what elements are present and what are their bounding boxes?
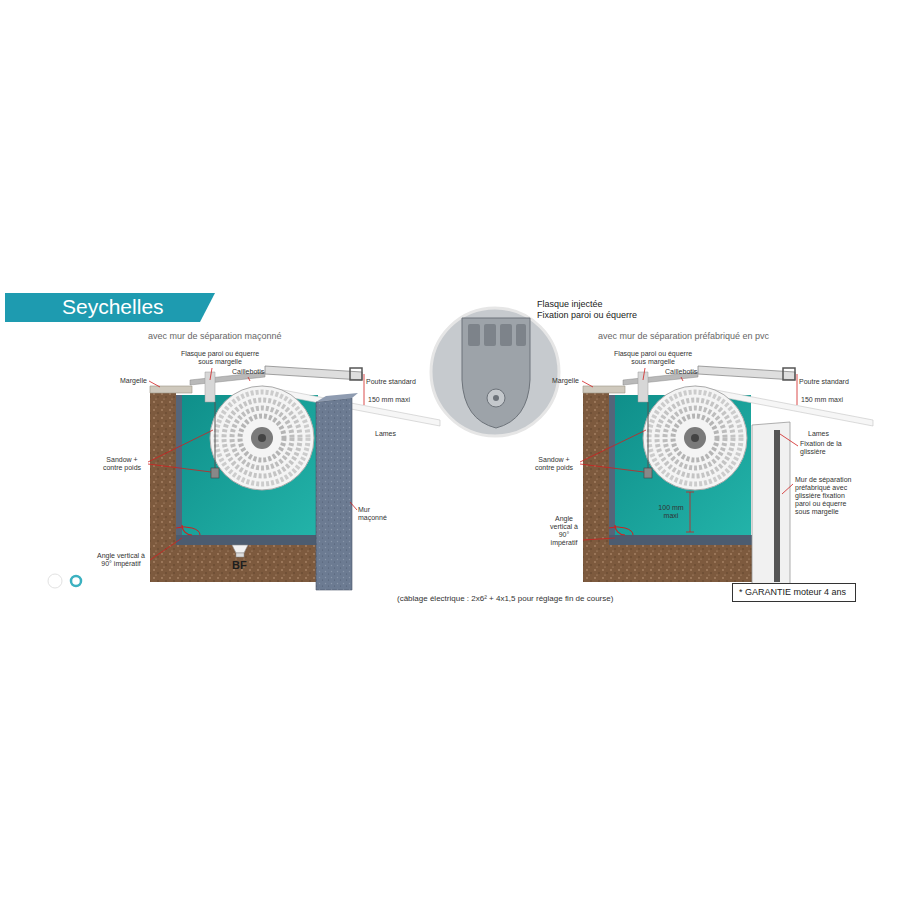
flange-photo [431,308,559,436]
part-label: Poutre standard [366,378,416,386]
part-label: Sandow + contre poids [96,456,148,472]
part-label: Lames [808,430,829,438]
part-label: Sandow + contre poids [528,456,580,472]
part-label: Flasque paroi ou équerre sous margelle [180,350,260,366]
leader-lines [148,368,798,560]
title-banner [5,293,215,322]
title: Seychelles [62,295,164,319]
part-label: 150 mm maxi [801,396,843,404]
part-label: BF [232,559,247,572]
part-label: Margelle [120,377,147,385]
box-text: * GARANTIE moteur 4 ans [739,587,849,597]
part-label: Fixation de la glissière [800,440,850,456]
part-label: Flasque injectée [537,299,603,309]
part-label: Poutre standard [799,378,849,386]
nav-dot [71,576,81,586]
part-label: 150 mm maxi [368,396,410,404]
part-label: Angle vertical à 90° impératif [546,515,582,547]
part-label: avec mur de séparation préfabriqué en pv… [598,331,769,341]
part-label: Margelle [552,377,579,385]
part-label: avec mur de séparation maçonné [148,331,282,341]
pool-section-pvc [583,366,873,590]
part-label: Flasque paroi ou équerre sous margelle [613,350,693,366]
part-label: 100 mm maxi [656,504,686,520]
part-label: Caillebotis [232,368,264,376]
part-label: Lames [375,430,396,438]
part-label: Fixation paroi ou équerre [537,310,637,320]
part-label: Angle vertical à 90° impératif [92,552,150,568]
nav-dot [48,574,62,588]
caption: (câblage électrique : 2x6² + 4x1,5 pour … [397,594,613,603]
warranty-box: * GARANTIE moteur 4 ans [732,583,856,602]
part-label: Mur maçonné [358,506,400,522]
part-label: Mur de séparation préfabriqué avec gliss… [795,476,859,516]
part-label: Caillebotis [665,368,697,376]
pool-section-masonry [150,366,440,590]
